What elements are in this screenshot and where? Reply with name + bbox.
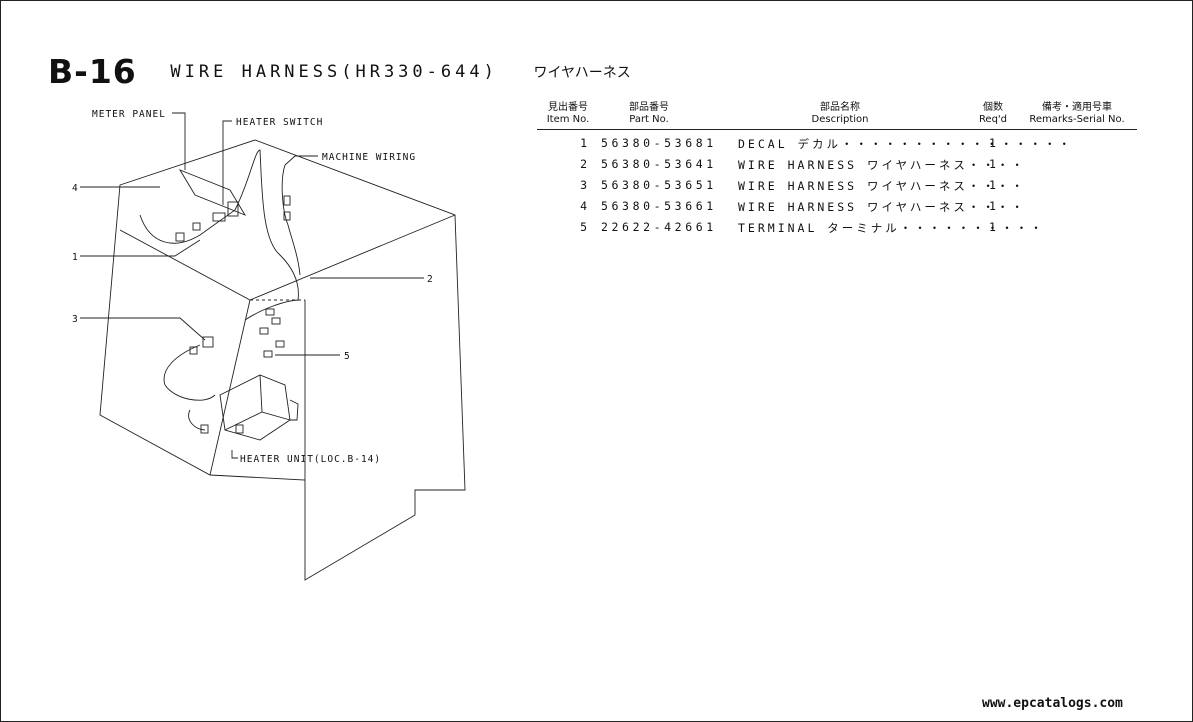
cab-column (209, 299, 251, 476)
label-meter-panel: METER PANEL (92, 109, 166, 120)
label-machine-wiring: MACHINE WIRING (322, 152, 416, 163)
watermark[interactable]: www.epcatalogs.com (982, 696, 1123, 711)
connector (212, 212, 226, 222)
cab-outline (99, 139, 466, 581)
callout-4: 4 (72, 183, 79, 194)
page-header: B-16 WIRE HARNESS(HR330-644) ワイヤハーネス (48, 52, 631, 91)
wire-harness-diagram: METER PANEL HEATER SWITCH MACHINE WIRING… (72, 109, 466, 581)
table-row: 2 56380-53641 WIRE HARNESS ワイヤハーネス・・・・ 1 (580, 157, 1026, 172)
table-row: 5 22622-42661 TERMINAL ターミナル・・・・・・・・・・ 1 (580, 220, 1045, 235)
connector (227, 201, 239, 217)
heater-unit-panel (224, 374, 291, 431)
connector (200, 424, 209, 434)
connector (235, 424, 244, 434)
connector (283, 195, 291, 206)
label-heater-switch: HEATER SWITCH (236, 117, 323, 128)
heater-unit-side (289, 399, 299, 421)
meter-panel-box (178, 169, 247, 216)
table-row: 4 56380-53661 WIRE HARNESS ワイヤハーネス・・・・ 1 (580, 199, 1026, 214)
page-title: WIRE HARNESS(HR330-644) (170, 61, 498, 82)
leader-heater-unit (231, 450, 238, 459)
callout-3: 3 (72, 314, 79, 325)
connector (189, 346, 198, 355)
connector (265, 308, 275, 316)
connector (263, 350, 273, 358)
harness-wire-lower (163, 344, 216, 401)
leader-meter-panel (172, 112, 186, 170)
page-title-jp: ワイヤハーネス (533, 64, 631, 81)
leader-machine-wiring (284, 155, 318, 166)
leader-3 (80, 317, 206, 341)
harness-wire-mid (244, 299, 301, 321)
table-row: 1 56380-53681 DECAL デカル・・・・・・・・・・・・・・・・ … (580, 136, 1074, 151)
leader-1 (80, 239, 201, 257)
page-code: B-16 (48, 52, 137, 91)
label-heater-unit: HEATER UNIT(LOC.B-14) (240, 454, 381, 465)
connector (283, 211, 291, 221)
connector (275, 340, 285, 348)
connector (202, 336, 214, 348)
callout-2: 2 (427, 274, 434, 285)
harness-wire-heater (188, 409, 206, 431)
table-row: 3 56380-53651 WIRE HARNESS ワイヤハーネス・・・・ 1 (580, 178, 1026, 193)
callout-5: 5 (344, 351, 351, 362)
harness-wire-machine (281, 164, 301, 276)
callout-1: 1 (72, 252, 79, 263)
harness-wire-upper (139, 149, 299, 301)
connector (271, 317, 281, 325)
connector (175, 232, 185, 242)
cab-inner-edge (119, 214, 456, 301)
leader-heater-switch (222, 120, 232, 205)
connector (192, 222, 201, 231)
connector (259, 327, 269, 335)
